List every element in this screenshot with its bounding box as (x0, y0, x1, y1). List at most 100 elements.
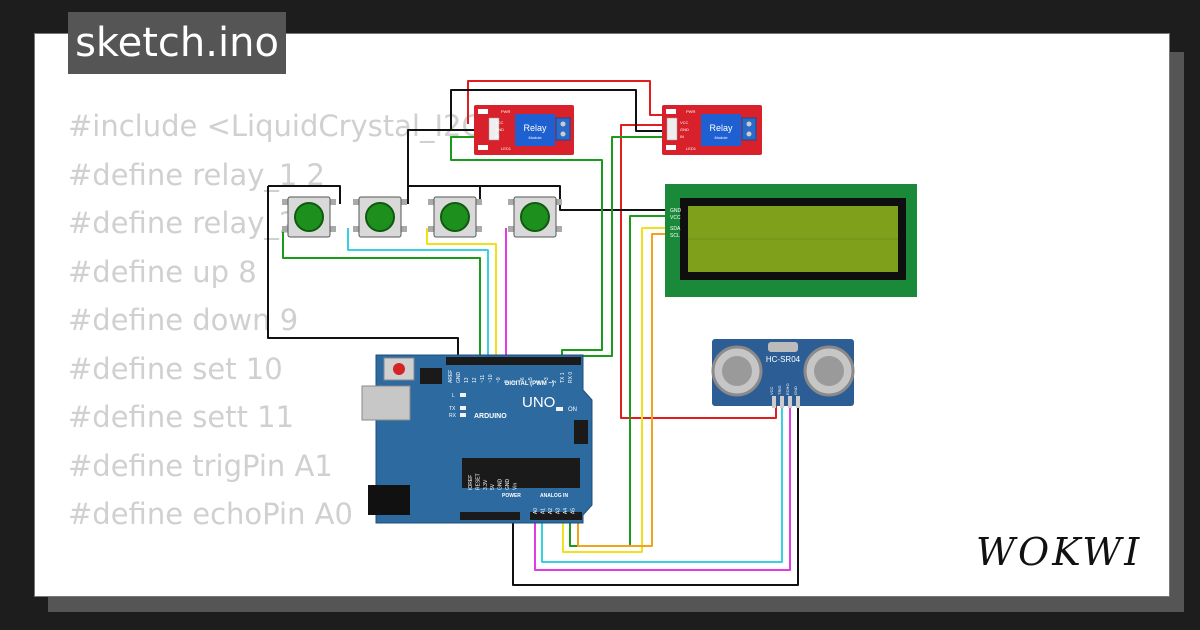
arduino-pin-label: A1 (541, 508, 547, 514)
arduino-pin-label: 7 (512, 380, 518, 383)
arduino-pin-label: 5V (490, 483, 496, 490)
relay-pin-label: PWR (501, 109, 510, 114)
wokwi-logo: WOKWI (976, 530, 1142, 574)
arduino-pin-label: RESET (475, 473, 481, 490)
wire-black (268, 185, 341, 204)
arduino-pin-label: ~10 (488, 374, 494, 383)
wire-green (450, 136, 603, 362)
arduino-pin-label: IOREF (468, 475, 474, 490)
board-brand: ARDUINO (474, 413, 507, 420)
wire-black (267, 186, 459, 362)
wire-yellow (562, 227, 665, 553)
relay-pin-label: GND (680, 127, 689, 132)
lcd-display: GND VCC SDA SCL (665, 184, 917, 297)
arduino-pin-label: GND (498, 479, 504, 491)
relay-pin-label: IN (680, 134, 684, 139)
relay-pin-label: LED1 (501, 146, 512, 151)
arduino-pin-label: ~11 (480, 375, 486, 383)
code-line: #define up 8 (68, 254, 257, 289)
relay-label: Relay (709, 123, 733, 133)
power-header (460, 512, 520, 520)
arduino-pin-label: 2 (552, 380, 558, 383)
ultrasonic-sensor: HC-SR04 VCC TRIG ECHO GND (711, 339, 855, 408)
sensor-pin-label: ECHO (785, 383, 790, 395)
lcd-pin-label: GND (670, 208, 682, 214)
arduino-pin-label: A2 (548, 508, 554, 514)
arduino-uno-board: DIGITAL (PWM ~) UNO ARDUINO ON POWER ANA… (361, 354, 593, 524)
pushbutton-sett[interactable] (508, 196, 562, 238)
relay-label: Relay (523, 123, 547, 133)
arduino-pin-label: 12 (472, 377, 478, 383)
code-line: #define down 9 (68, 303, 299, 337)
wire-green (282, 232, 481, 362)
relay-pin-label: VCC (495, 120, 504, 125)
analog-header (530, 512, 582, 520)
wire-cyan (347, 228, 489, 362)
wire-green (555, 136, 665, 362)
arduino-pin-label: 3.3V (483, 479, 489, 490)
sensor-pin-label: TRIG (777, 385, 782, 395)
pushbutton-set[interactable] (428, 196, 482, 238)
arduino-pin-label: GND (505, 479, 511, 491)
wire-orange (577, 233, 665, 547)
arduino-pin-label: A3 (556, 508, 562, 514)
arduino-pin-label: 4 (536, 380, 542, 383)
power-label: POWER (502, 493, 521, 499)
relay-module-2: Relay Module PWR VCC GND IN LED1 (662, 105, 762, 155)
wire-yellow (426, 228, 497, 362)
led-label: RX (449, 413, 457, 419)
relay-sublabel: Module (714, 135, 728, 140)
digital-label: DIGITAL (PWM ~) (505, 381, 554, 387)
reset-button[interactable] (393, 363, 405, 375)
arduino-pin-label: ~3 (544, 377, 550, 383)
code-line: #define echoPin A0 (68, 497, 353, 531)
code-listing: #include <LiquidCrystal_I2C #define rela… (68, 102, 482, 539)
on-label: ON (568, 407, 577, 413)
relay-pin-label: PWR (686, 109, 695, 114)
arduino-pin-label: A4 (563, 508, 569, 514)
arduino-pin-label: ~6 (520, 377, 526, 383)
code-line: #define sett 11 (68, 400, 295, 434)
arduino-pin-label: ~9 (496, 377, 502, 383)
analog-label: ANALOG IN (540, 493, 568, 499)
sensor-pin-label: GND (793, 386, 798, 395)
relay-pin-label: VCC (680, 120, 689, 125)
lcd-pin-label: SCL (670, 233, 680, 239)
arduino-pin-label: RX 0 (568, 372, 574, 383)
arduino-pin-label: 13 (464, 377, 470, 383)
wire-black (512, 404, 799, 586)
relay-sublabel: Module (528, 135, 542, 140)
wire-cyan (541, 404, 783, 563)
arduino-pin-label: AREF (448, 370, 454, 383)
power-jack (368, 485, 410, 515)
wire-magenta (534, 404, 791, 571)
arduino-pin-label: ~5 (528, 377, 534, 383)
arduino-pin-label: TX 1 (560, 372, 566, 383)
wire-black (407, 129, 665, 211)
arduino-pin-label: A5 (571, 508, 577, 514)
sketch-title: sketch.ino (68, 12, 286, 74)
digital-header (446, 357, 581, 365)
relay-pin-label: GND (495, 127, 504, 132)
lcd-pin-label: VCC (670, 215, 681, 221)
board-model: UNO (522, 394, 555, 411)
arduino-pin-label: 8 (504, 380, 510, 383)
relay-pin-label: IN (495, 134, 499, 139)
usb-port (361, 385, 411, 421)
arduino-pin-label: A0 (533, 508, 539, 514)
led-label: TX (449, 406, 456, 412)
lcd-pin-label: SDA (670, 226, 681, 232)
sensor-label: HC-SR04 (766, 355, 801, 364)
pushbutton-down[interactable] (353, 196, 407, 238)
wire-red (467, 80, 665, 124)
code-line: #define trigPin A1 (68, 448, 333, 483)
arduino-pin-label: Vin (512, 483, 518, 490)
code-line: #include <LiquidCrystal_I2C (68, 109, 482, 143)
code-line: #define set 10 (68, 351, 283, 386)
pushbutton-up[interactable] (282, 196, 336, 238)
atmega-chip (462, 458, 580, 488)
arduino-pin-label: GND (456, 372, 462, 384)
led-label: L (452, 393, 455, 399)
relay-module-1: Relay Module PWR VCC GND IN LED1 (474, 105, 574, 155)
